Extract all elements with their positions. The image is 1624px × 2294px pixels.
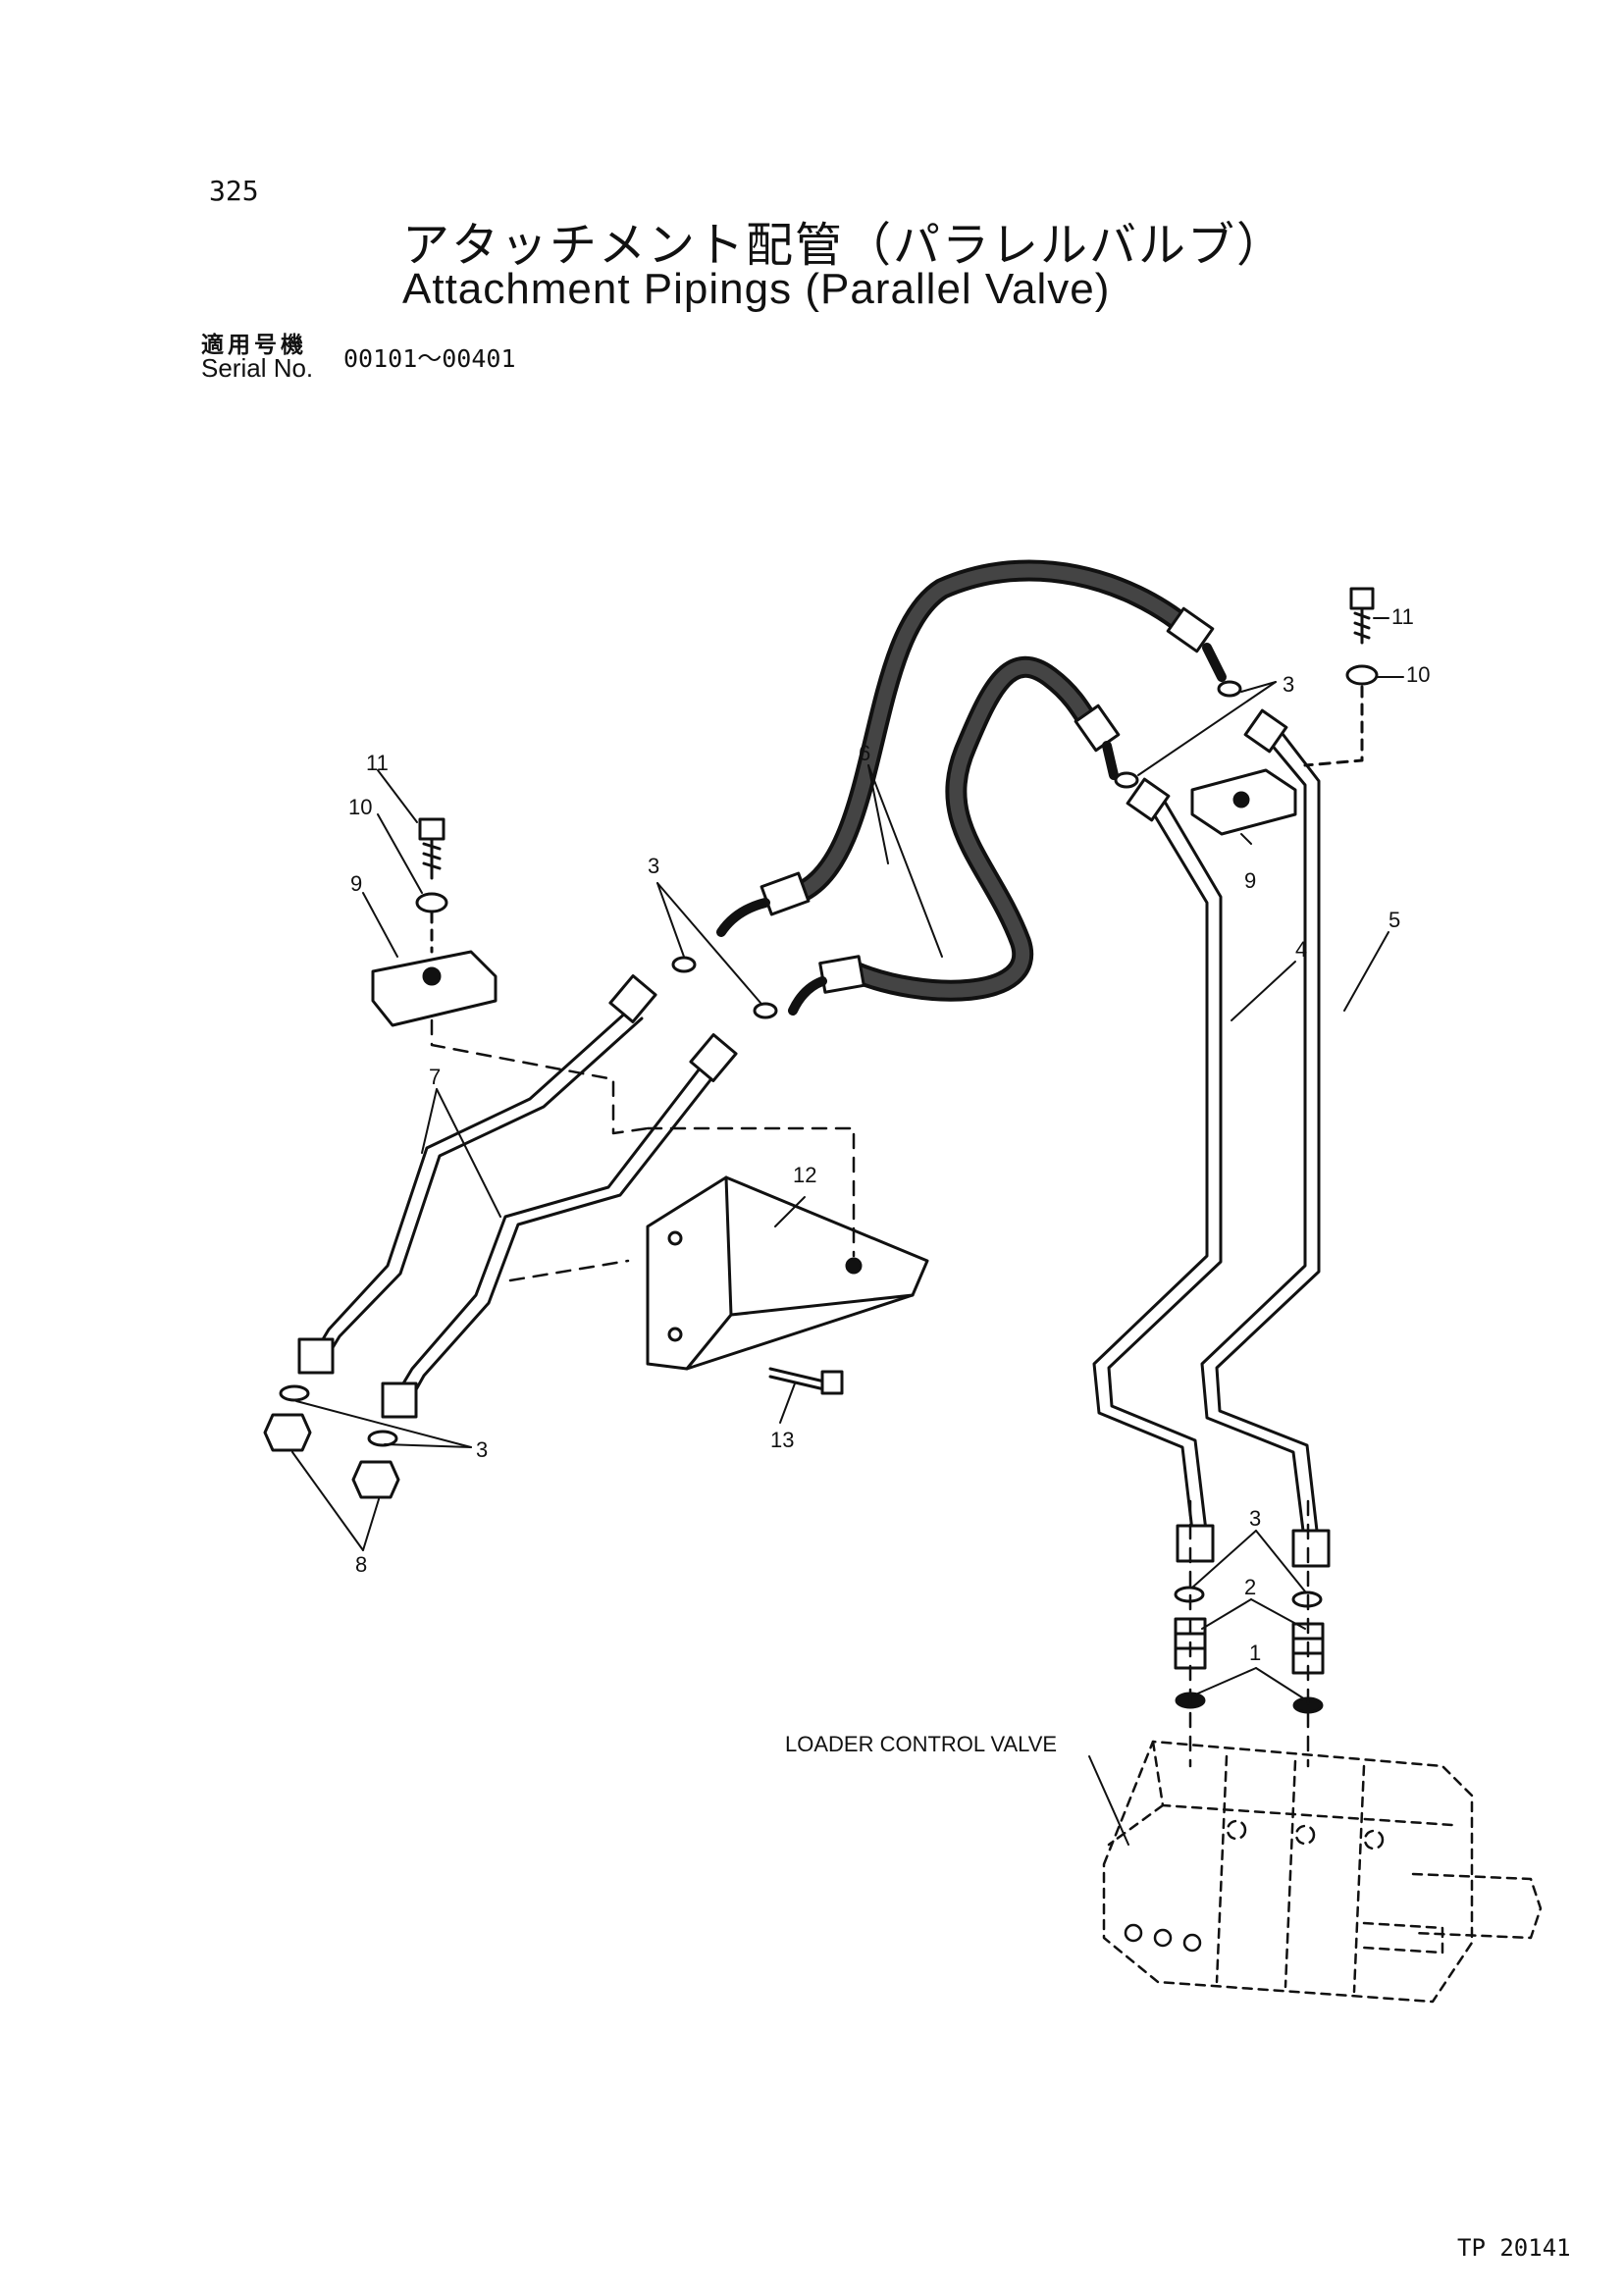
page-title-english: Attachment Pipings (Parallel Valve) xyxy=(402,265,1111,313)
o-rings xyxy=(279,680,1323,1608)
document-code: TP 20141 xyxy=(1457,2234,1571,2262)
callout-10-right: 10 xyxy=(1406,662,1430,687)
bolt-left xyxy=(415,817,448,954)
adapters xyxy=(1174,1617,1325,1714)
callout-11-right: 11 xyxy=(1391,604,1414,629)
clamp-right xyxy=(1190,768,1297,836)
serial-range: 00101～00401 xyxy=(343,344,516,373)
callout-10-left: 10 xyxy=(348,795,372,819)
leader-lines xyxy=(291,617,1404,1846)
clamp-left xyxy=(371,950,498,1027)
callout-12: 12 xyxy=(793,1163,816,1187)
bracket xyxy=(646,1175,929,1371)
callout-11-left: 11 xyxy=(366,751,389,775)
right-pipe-pair xyxy=(1092,708,1331,1568)
callout-5: 5 xyxy=(1388,908,1400,932)
callout-2: 2 xyxy=(1244,1575,1256,1599)
callout-7: 7 xyxy=(429,1065,441,1089)
callout-8: 8 xyxy=(355,1552,367,1577)
hose-assembly xyxy=(716,559,1227,1016)
callout-3-left: 3 xyxy=(476,1437,488,1462)
plugs xyxy=(263,1413,400,1499)
callout-9-right: 9 xyxy=(1244,868,1256,893)
callout-13: 13 xyxy=(770,1428,794,1452)
callout-3-top-right: 3 xyxy=(1283,672,1294,697)
callout-numbers: 11 10 9 3 6 7 3 11 10 9 4 5 12 13 3 8 3 … xyxy=(348,604,1430,1665)
bolt-right xyxy=(1303,587,1379,767)
bolt-bracket xyxy=(768,1367,844,1395)
callout-1: 1 xyxy=(1249,1641,1261,1665)
assembly-lines xyxy=(430,1018,1310,1768)
loader-control-valve xyxy=(1102,1740,1543,2004)
callout-3-middle: 3 xyxy=(648,854,659,878)
loader-control-valve-label: LOADER CONTROL VALVE xyxy=(785,1732,1057,1756)
callout-9-left: 9 xyxy=(350,871,362,896)
left-pipe-pair xyxy=(297,974,738,1419)
callout-4: 4 xyxy=(1295,937,1307,962)
serial-label-english: Serial No. xyxy=(201,353,314,383)
page-number: 325 xyxy=(209,175,259,207)
callout-6: 6 xyxy=(859,741,870,765)
page-title-japanese: アタッチメント配管（パラレルバルブ） xyxy=(402,218,1286,273)
serial-label-japanese: 適用号機 xyxy=(201,333,307,358)
callout-3-bottom: 3 xyxy=(1249,1506,1261,1531)
